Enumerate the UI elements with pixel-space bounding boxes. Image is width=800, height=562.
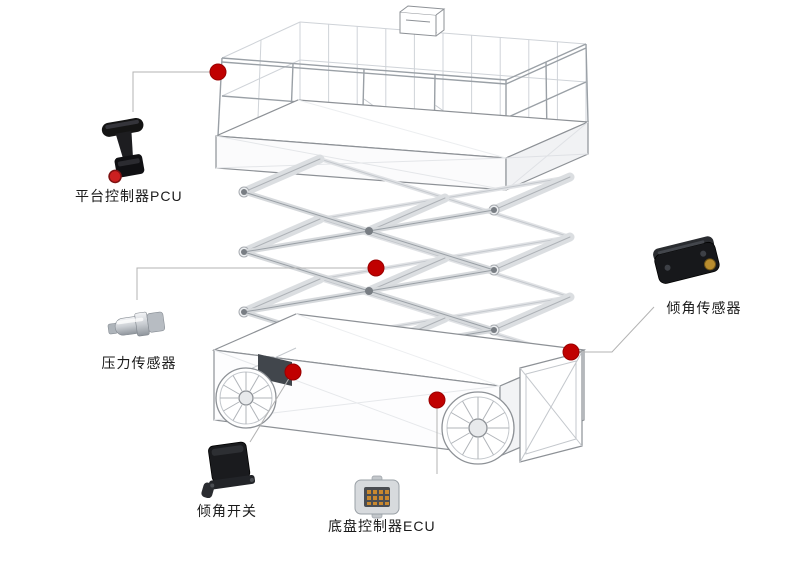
ecu-device-image xyxy=(350,474,404,520)
marker-tilt-sensor xyxy=(562,343,580,361)
label-platform-pcu: 平台控制器PCU xyxy=(75,188,183,204)
label-tilt-switch: 倾角开关 xyxy=(197,503,257,519)
marker-platform-pcu xyxy=(209,63,227,81)
wheel-right xyxy=(441,391,515,465)
wheel-left xyxy=(215,367,277,429)
platform-deck xyxy=(215,99,589,191)
callout-line-tilt-switch xyxy=(249,371,294,443)
callout-lines xyxy=(132,71,655,474)
label-pressure-sensor: 压力传感器 xyxy=(101,355,177,371)
chassis-rear-panel xyxy=(519,351,583,463)
platform-control-box xyxy=(399,5,446,37)
callout-line-pressure xyxy=(136,267,376,300)
railing-back xyxy=(221,21,587,122)
location-markers xyxy=(209,63,580,409)
label-chassis-ecu: 底盘控制器ECU xyxy=(328,518,436,534)
marker-tilt-switch xyxy=(284,363,302,381)
tilt-switch-device-image xyxy=(196,438,262,499)
tilt-sensor-device-image xyxy=(646,228,726,290)
pressure-sensor-device-image xyxy=(106,300,172,348)
callout-line-pcu xyxy=(132,71,218,112)
marker-chassis-ecu xyxy=(428,391,446,409)
callout-line-tilt-sensor xyxy=(571,306,655,353)
marker-pressure-sensor xyxy=(367,259,385,277)
label-tilt-sensor: 倾角传感器 xyxy=(666,300,742,316)
pcu-device-image xyxy=(96,116,158,188)
